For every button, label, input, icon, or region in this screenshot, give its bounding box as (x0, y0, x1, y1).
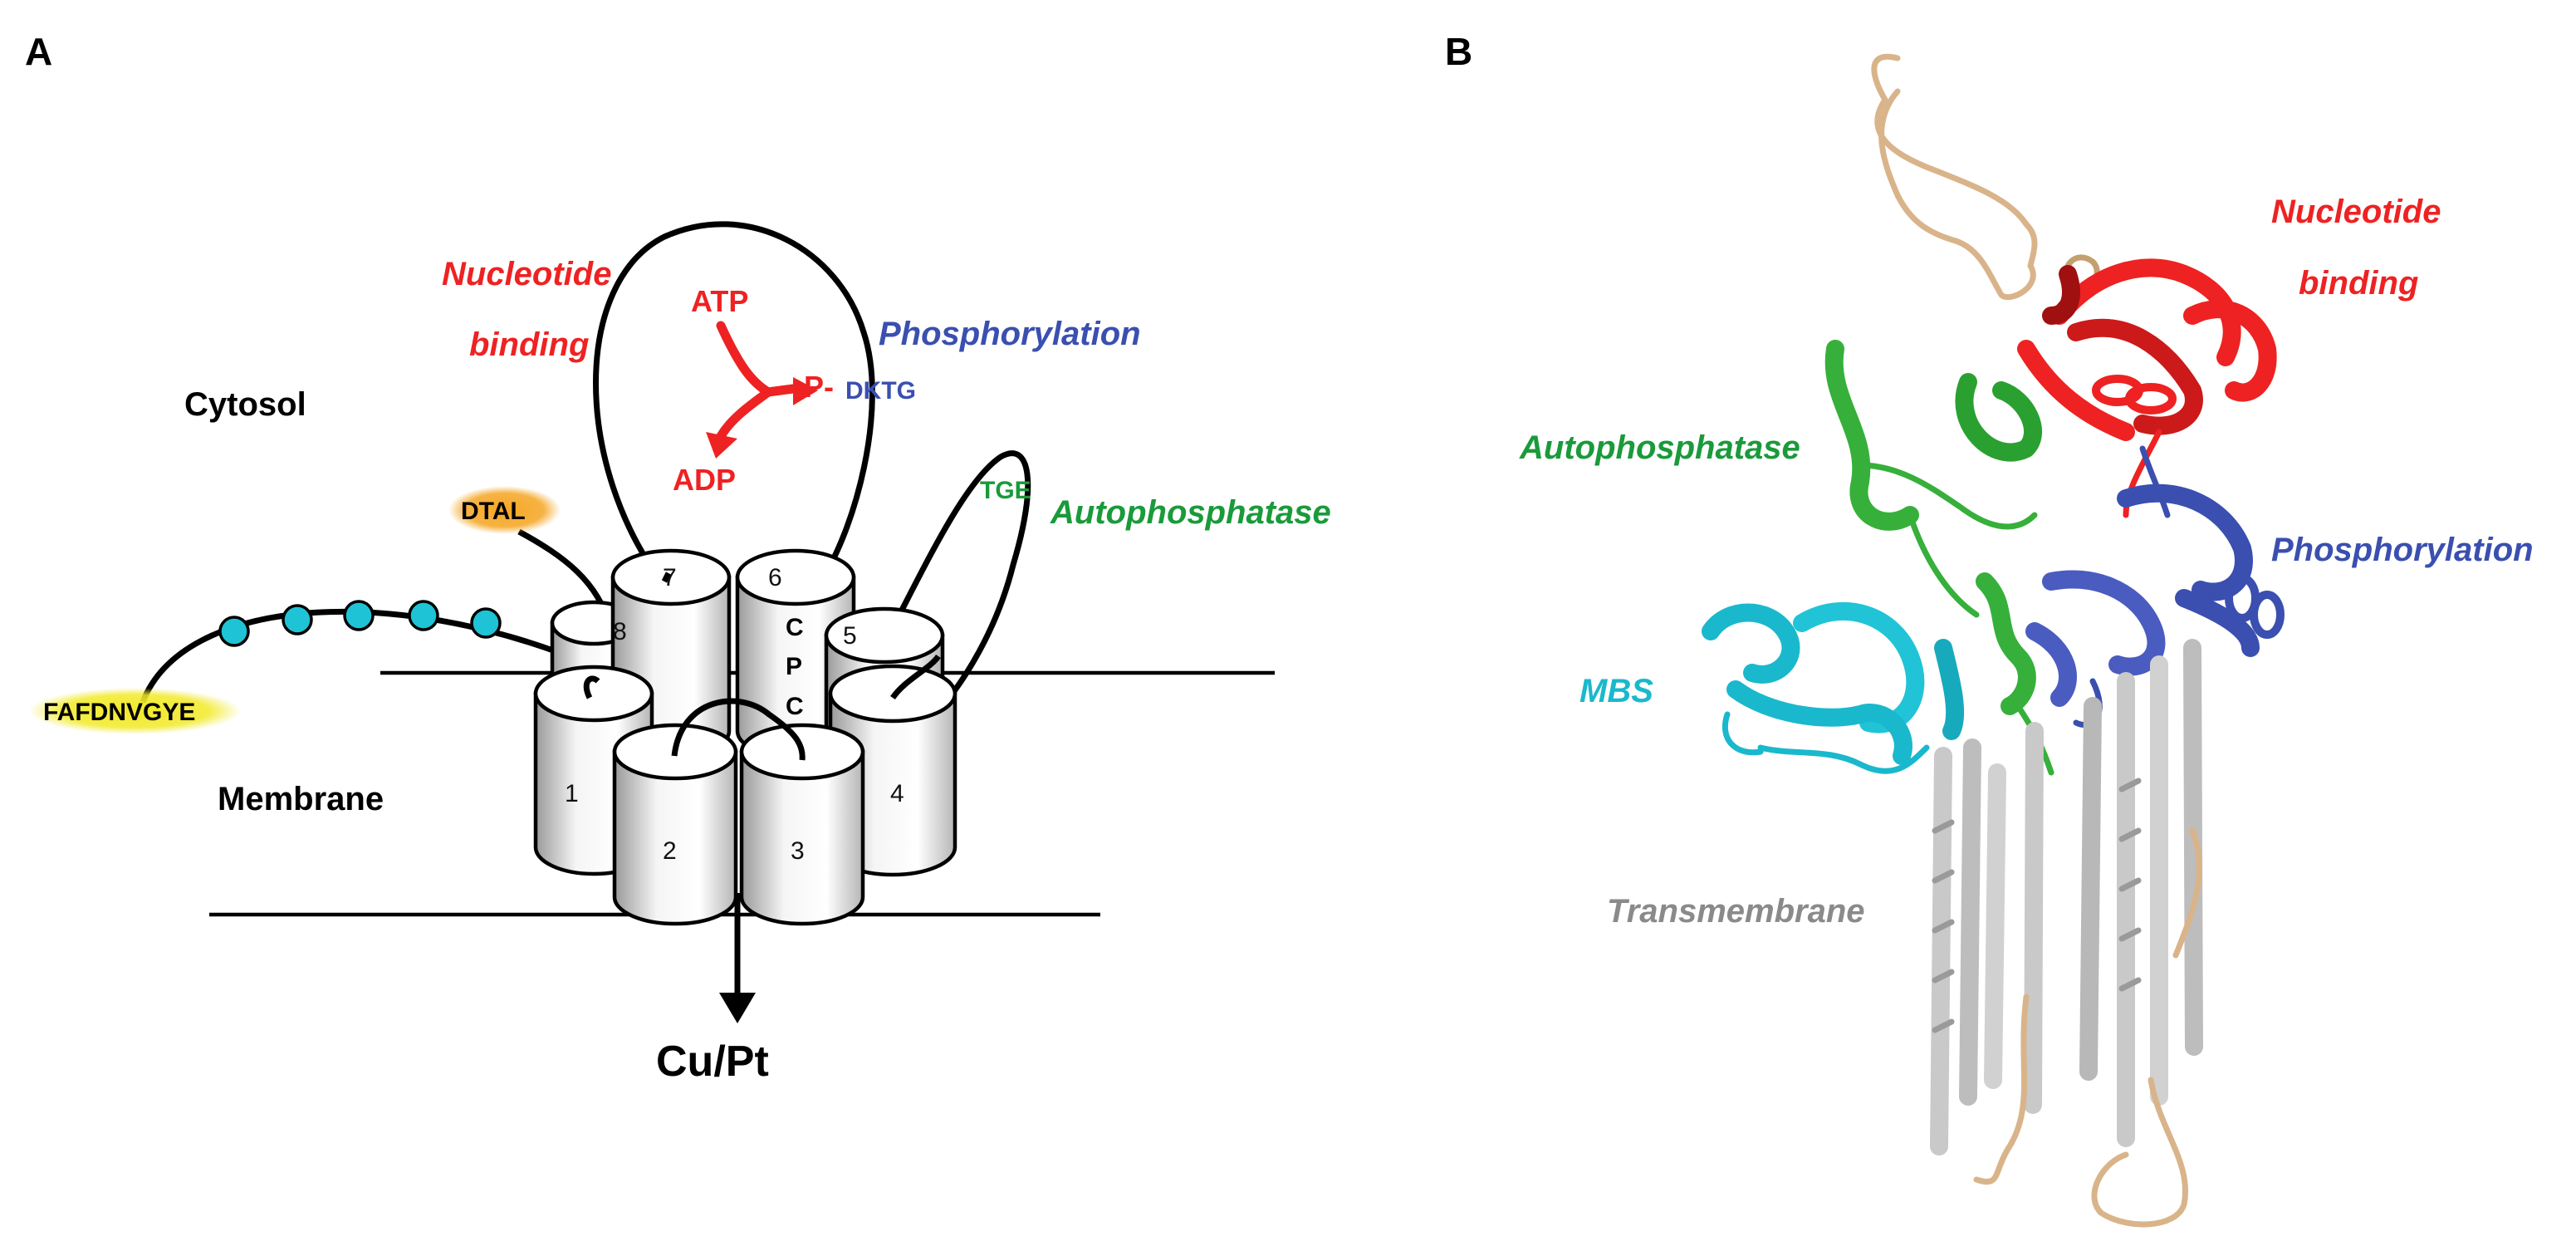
export-arrowhead (719, 993, 756, 1023)
autophosphatase-label-a: Autophosphatase (1050, 494, 1331, 531)
phosphorylation-label-a: Phosphorylation (879, 316, 1141, 352)
loop-1-tail (583, 675, 600, 699)
membrane-label: Membrane (218, 781, 384, 817)
helix-number-5: 5 (843, 622, 857, 650)
atp-hydrolysis-arrow (706, 321, 818, 459)
bead (408, 600, 439, 631)
autophosphatase-loop (885, 450, 1031, 709)
bead (282, 604, 313, 635)
tan-tail-bottom-1 (1973, 994, 2030, 1185)
panel-a-letter: A (25, 30, 52, 73)
helix-number-4: 4 (890, 780, 904, 807)
nucleotide-binding-label-a-2: binding (469, 326, 589, 363)
helix-3 (739, 723, 865, 926)
tan-tail-bottom-3 (2172, 827, 2202, 959)
helix-number-6: 6 (768, 564, 782, 591)
bead (343, 600, 375, 631)
helix-number-3: 3 (791, 837, 805, 865)
dtal-motif: DTAL (461, 498, 526, 525)
transmembrane-domain (1930, 639, 2203, 1155)
cpc-letter: C (786, 693, 804, 720)
output-label: Cu/Pt (656, 1038, 769, 1086)
dtal-glow (448, 486, 561, 534)
dtal-motif-group: DTAL (448, 486, 561, 534)
helix-number-7: 7 (663, 564, 677, 591)
transmembrane-label: Transmembrane (1607, 893, 1865, 930)
panel-a: A Cytosol Membrane (25, 30, 1331, 1086)
loop-4-5 (890, 654, 941, 700)
panel-b: B (1445, 30, 2534, 1228)
cpc-letter: C (786, 614, 804, 641)
nucleotide-binding-label-b-2: binding (2299, 265, 2418, 302)
nbd-domain (2017, 258, 2277, 518)
cpc-letter: P (786, 653, 802, 680)
mbs-label: MBS (1579, 673, 1653, 709)
phosphorylation-label-b: Phosphorylation (2271, 532, 2534, 568)
loop-7-end (661, 572, 672, 583)
nucleotide-binding-label-a-1: Nucleotide (442, 256, 611, 292)
bead (218, 616, 250, 647)
tan-tail-bottom-2 (2091, 1077, 2188, 1228)
adp-label: ADP (673, 463, 736, 497)
dktg-motif: DKTG (845, 377, 916, 405)
nterm-motif-group: FAFDNVGYE (29, 688, 241, 734)
cpc-motif: C P C (786, 614, 804, 720)
metal-binding-beads (218, 600, 502, 647)
tan-loop-top (1871, 53, 2038, 301)
bead (470, 607, 502, 639)
loop-2-3 (671, 698, 806, 761)
helix-number-2: 2 (663, 837, 677, 865)
nterm-motif: FAFDNVGYE (43, 699, 195, 726)
phosphorylation-domain (2025, 445, 2285, 728)
np-loop (593, 221, 875, 588)
helix-number-8: 8 (613, 618, 627, 645)
autophosphatase-label-b: Autophosphatase (1519, 429, 1800, 466)
helix-number-1: 1 (565, 780, 579, 807)
nterm-glow (29, 688, 241, 734)
autophosphatase-domain (1824, 340, 2054, 776)
cytosol-label: Cytosol (184, 386, 306, 423)
tge-motif: TGE (980, 477, 1031, 504)
mbs-domain (1702, 602, 1965, 774)
panel-b-letter: B (1445, 30, 1472, 73)
atp-label: ATP (691, 284, 748, 318)
nucleotide-binding-label-b-1: Nucleotide (2271, 194, 2441, 230)
